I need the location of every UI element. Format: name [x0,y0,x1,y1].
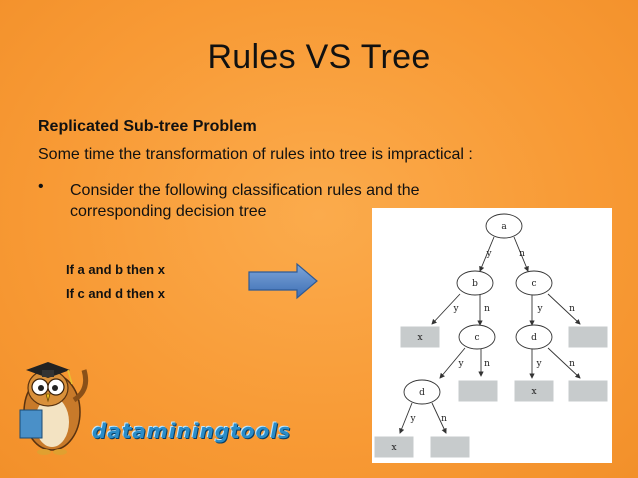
rule-1: If a and b then x [66,262,165,277]
rule-2: If c and d then x [66,286,165,301]
edge-label-d2-x: y [535,359,542,369]
section-heading: Replicated Sub-tree Problem [38,118,257,135]
node-b-label: b [472,279,478,289]
node-c-1 [515,270,553,296]
intro-text: Some time the transformation of rules in… [38,146,473,163]
edge-label-c1-d: y [457,359,464,369]
right-arrow-icon [248,262,318,300]
node-b [456,270,494,296]
node-d-1-label: d [419,388,425,398]
edge-d2-empty [547,347,581,379]
node-a [485,213,523,239]
dataminingtools-logo: dataminingtools [92,419,292,443]
leaf-empty-3 [567,379,609,403]
node-d-1 [403,379,441,405]
node-c-1-label: c [531,279,536,289]
leaf-empty-1 [567,325,609,349]
owl-mascot-icon [19,362,89,455]
edge-label-c-empty: n [569,304,575,314]
leaf-x-1 [399,325,441,349]
slide-title: Rules VS Tree [207,38,431,76]
node-d-2-label: d [531,333,537,343]
edge-label-d1-empty: n [441,414,447,424]
bullet-text: Consider the following classification ru… [70,182,420,220]
leaf-x-3 [373,435,415,459]
decision-tree-panel: a b c c d d x x x y n y n y n y n y n y [372,208,612,463]
edge-d1-x [399,402,413,434]
bullet-symbol: • [38,178,44,195]
edge-c-empty [547,293,581,325]
edge-label-d2-empty: n [569,359,575,369]
edge-a-b [479,236,495,272]
node-c-2 [458,324,496,350]
leaf-empty-4 [429,435,471,459]
node-a-label: a [501,222,507,232]
edge-label-c1-empty: n [484,359,490,369]
leaf-x-3-label: x [391,443,396,453]
edge-label-a-b: y [485,249,492,259]
node-c-2-label: c [474,333,479,343]
decision-tree-diagram: a b c c d d x x x y n y n y n y n y n y [373,213,609,459]
edge-b-x [431,293,461,325]
edge-label-b-c: n [484,304,490,314]
edge-d1-empty [431,402,447,434]
leaf-x-2-label: x [531,387,536,397]
leaf-x-2 [513,379,555,403]
edge-label-a-c: n [519,249,525,259]
edge-label-b-x: y [452,304,459,314]
edge-a-c [513,236,529,272]
leaf-x-1-label: x [417,333,422,343]
node-d-2 [515,324,553,350]
edge-label-c-d: y [536,304,543,314]
edge-c1-d [439,347,466,379]
leaf-empty-2 [457,379,499,403]
edge-label-d1-x: y [409,414,416,424]
